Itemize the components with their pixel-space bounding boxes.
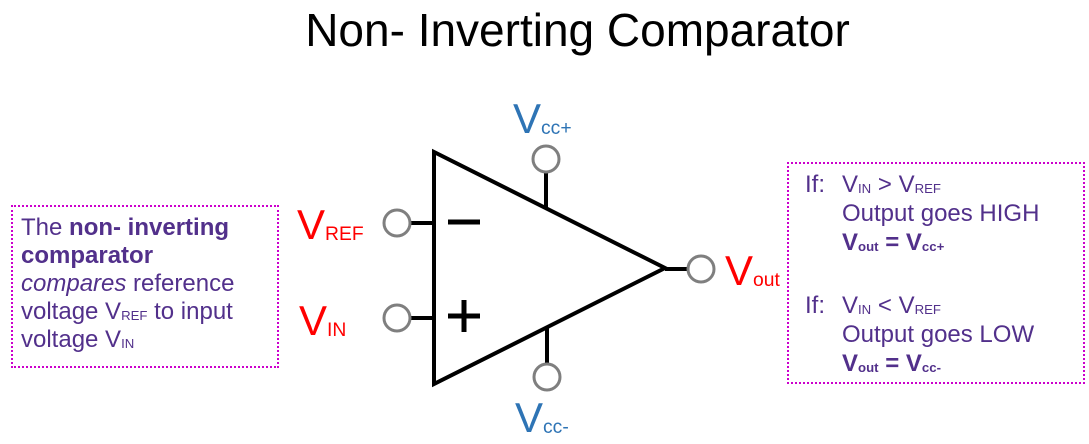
opamp-triangle — [432, 148, 670, 388]
condition-text: V — [898, 171, 915, 198]
equation-text: V — [905, 229, 922, 256]
result-line: Output goes HIGH — [842, 200, 1040, 227]
description-text: voltage V — [21, 298, 122, 325]
vin-subscript: IN — [858, 302, 872, 318]
condition-line: VIN < VREF — [842, 291, 1077, 320]
vin-label-sub: IN — [327, 320, 347, 342]
case-output-high: If: VIN > VREF Output goes HIGH Vout = V… — [805, 170, 1077, 257]
description-text: The — [21, 214, 70, 241]
description-line-3: compares reference — [21, 270, 271, 298]
vcc-minus-label-main: V — [515, 394, 544, 441]
if-label: If: — [805, 292, 826, 319]
equation-line: Vout = Vcc- — [842, 349, 1077, 378]
vcc-plus-subscript: cc+ — [921, 239, 945, 255]
vref-subscript: REF — [121, 308, 148, 324]
result-line: Output goes LOW — [842, 321, 1035, 348]
behavior-box: If: VIN > VREF Output goes HIGH Vout = V… — [787, 162, 1085, 384]
operator: < — [871, 292, 899, 319]
vin-label-main: V — [299, 297, 328, 344]
page-title: Non- Inverting Comparator — [305, 4, 850, 56]
description-line-1: The non- inverting — [21, 214, 271, 242]
description-italic: compares — [21, 270, 127, 297]
vcc-plus-label-sub: cc+ — [541, 118, 572, 140]
description-line-2: comparator — [21, 242, 271, 270]
operator: > — [871, 171, 899, 198]
vcc-minus-label: Vcc- — [515, 397, 569, 439]
condition-line: VIN > VREF — [842, 170, 1077, 199]
condition-text: V — [842, 292, 859, 319]
equals-operator: = — [878, 229, 906, 256]
if-label: If: — [805, 171, 826, 198]
description-text: reference — [126, 270, 235, 297]
description-line-5: voltage VIN — [21, 326, 271, 354]
equation-text: V — [905, 350, 922, 377]
description-box: The non- inverting comparator compares r… — [11, 205, 279, 368]
vin-terminal — [382, 303, 412, 333]
vout-label: Vout — [725, 250, 780, 292]
description-bold: comparator — [21, 242, 154, 269]
vcc-plus-label: Vcc+ — [513, 98, 572, 140]
equation-text: V — [842, 229, 859, 256]
description-bold: non- inverting — [69, 214, 230, 241]
vout-label-sub: out — [753, 270, 780, 292]
output-terminal — [686, 254, 716, 284]
vout-subscript: out — [858, 239, 879, 255]
vref-terminal — [382, 208, 412, 238]
equals-operator: = — [878, 350, 906, 377]
vref-subscript: REF — [914, 181, 941, 197]
vcc-plus-label-main: V — [513, 95, 542, 142]
vin-subscript: IN — [858, 181, 872, 197]
vin-subscript: IN — [121, 336, 135, 352]
description-text: to input — [147, 298, 233, 325]
vref-label-main: V — [297, 201, 326, 248]
vcc-plus-terminal — [531, 144, 561, 174]
condition-text: V — [898, 292, 915, 319]
vcc-minus-terminal — [532, 362, 562, 392]
vcc-minus-label-sub: cc- — [543, 417, 569, 439]
description-line-4: voltage VREF to input — [21, 298, 271, 326]
condition-text: V — [842, 171, 859, 198]
vcc-minus-subscript: cc- — [921, 360, 941, 376]
vout-label-main: V — [725, 247, 754, 294]
case-output-low: If: VIN < VREF Output goes LOW Vout = Vc… — [805, 291, 1077, 378]
vref-subscript: REF — [914, 302, 941, 318]
equation-text: V — [842, 350, 859, 377]
vref-label-sub: REF — [325, 224, 364, 246]
vin-label: VIN — [299, 300, 346, 342]
vout-subscript: out — [858, 360, 879, 376]
vref-label: VREF — [297, 204, 364, 246]
equation-line: Vout = Vcc+ — [842, 228, 1077, 257]
description-text: voltage V — [21, 326, 122, 353]
